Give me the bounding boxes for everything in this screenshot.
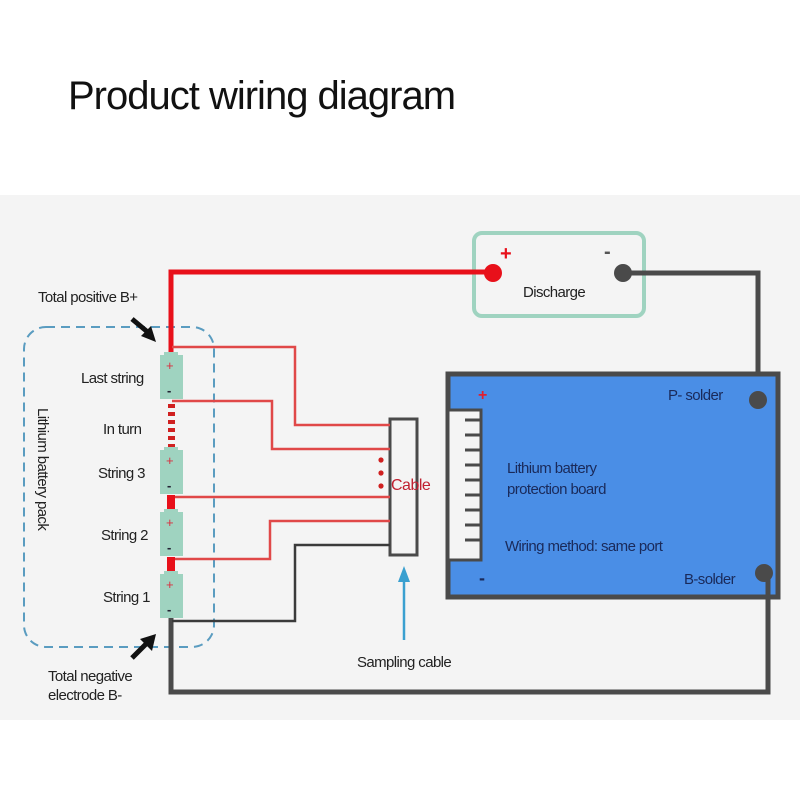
cell-minus-sign: - bbox=[167, 602, 171, 617]
board-minus-sign: - bbox=[479, 568, 485, 588]
board-title-line1: Lithium battery bbox=[507, 460, 597, 477]
sampling-wire-2 bbox=[172, 399, 390, 451]
battery-cell: + - String 2 bbox=[101, 509, 183, 556]
cell-label: String 1 bbox=[103, 589, 150, 606]
cell-minus-sign: - bbox=[167, 383, 171, 398]
cable-ellipsis-dots bbox=[378, 457, 384, 489]
sampling-wire-4 bbox=[172, 519, 390, 561]
positive-main-wire bbox=[168, 269, 493, 355]
battery-cell-cap bbox=[164, 352, 178, 356]
discharge-label: Discharge bbox=[523, 284, 585, 301]
p-solder-label: P- solder bbox=[668, 387, 723, 404]
cell-label: String 3 bbox=[98, 465, 145, 482]
total-negative-label-line1: Total negative bbox=[48, 668, 132, 685]
discharge-negative-terminal[interactable] bbox=[614, 264, 632, 282]
battery-cells: + - Last string + - String 3 + - String 2 + - Strin… bbox=[81, 352, 183, 618]
cell-minus-sign: - bbox=[167, 478, 171, 493]
discharge-plus-sign: + bbox=[500, 243, 512, 265]
cell-minus-sign: - bbox=[167, 540, 171, 555]
discharge-minus-sign: - bbox=[604, 241, 611, 263]
battery-cell-cap bbox=[164, 571, 178, 575]
series-link-2-1 bbox=[167, 557, 175, 575]
in-turn-label: In turn bbox=[103, 421, 142, 438]
p-solder-pad[interactable] bbox=[749, 391, 767, 409]
board-connector bbox=[446, 408, 483, 562]
board-title-line2: protection board bbox=[507, 481, 606, 498]
battery-cell: + - String 1 bbox=[103, 571, 183, 618]
cell-plus-sign: + bbox=[166, 515, 174, 530]
cell-label: Last string bbox=[81, 370, 144, 387]
wiring-method-label: Wiring method: same port bbox=[505, 538, 664, 555]
protection-board bbox=[445, 371, 781, 600]
board-plus-sign: + bbox=[478, 387, 487, 404]
page-title: Product wiring diagram bbox=[68, 74, 456, 118]
negative-pointer-arrow-icon bbox=[130, 634, 156, 660]
sampling-wire-1 bbox=[172, 345, 390, 427]
cell-label: String 2 bbox=[101, 527, 148, 544]
b-solder-label: B-solder bbox=[684, 571, 736, 588]
battery-cell-body bbox=[160, 574, 183, 618]
discharge-positive-terminal[interactable] bbox=[484, 264, 502, 282]
battery-cell-cap bbox=[164, 447, 178, 451]
total-negative-label-line2: electrode B- bbox=[48, 687, 122, 704]
total-positive-label: Total positive B+ bbox=[38, 289, 138, 306]
sampling-wire-negative bbox=[172, 543, 390, 623]
negative-return-wire bbox=[168, 573, 771, 695]
positive-pointer-arrow-icon bbox=[130, 317, 156, 342]
board-connector-pins bbox=[465, 418, 481, 542]
battery-cell: + - Last string bbox=[81, 352, 183, 399]
battery-pack-label: Lithium battery pack bbox=[34, 408, 51, 531]
battery-cell-cap bbox=[164, 509, 178, 513]
cell-plus-sign: + bbox=[166, 358, 174, 373]
battery-pack-outline bbox=[23, 326, 215, 648]
sampling-cable-label: Sampling cable bbox=[357, 654, 451, 671]
battery-cell: + - String 3 bbox=[98, 447, 183, 494]
battery-cell-body bbox=[160, 512, 183, 556]
series-dots bbox=[168, 404, 175, 448]
discharge-negative-wire bbox=[623, 270, 761, 400]
battery-cell-body bbox=[160, 355, 183, 399]
cable-label: Cable bbox=[391, 477, 431, 494]
sampling-arrow-icon bbox=[398, 566, 410, 640]
cell-plus-sign: + bbox=[166, 577, 174, 592]
cell-plus-sign: + bbox=[166, 453, 174, 468]
sampling-cable-connector[interactable] bbox=[388, 417, 419, 557]
battery-cell-body bbox=[160, 450, 183, 494]
series-link-3-2 bbox=[167, 495, 175, 513]
